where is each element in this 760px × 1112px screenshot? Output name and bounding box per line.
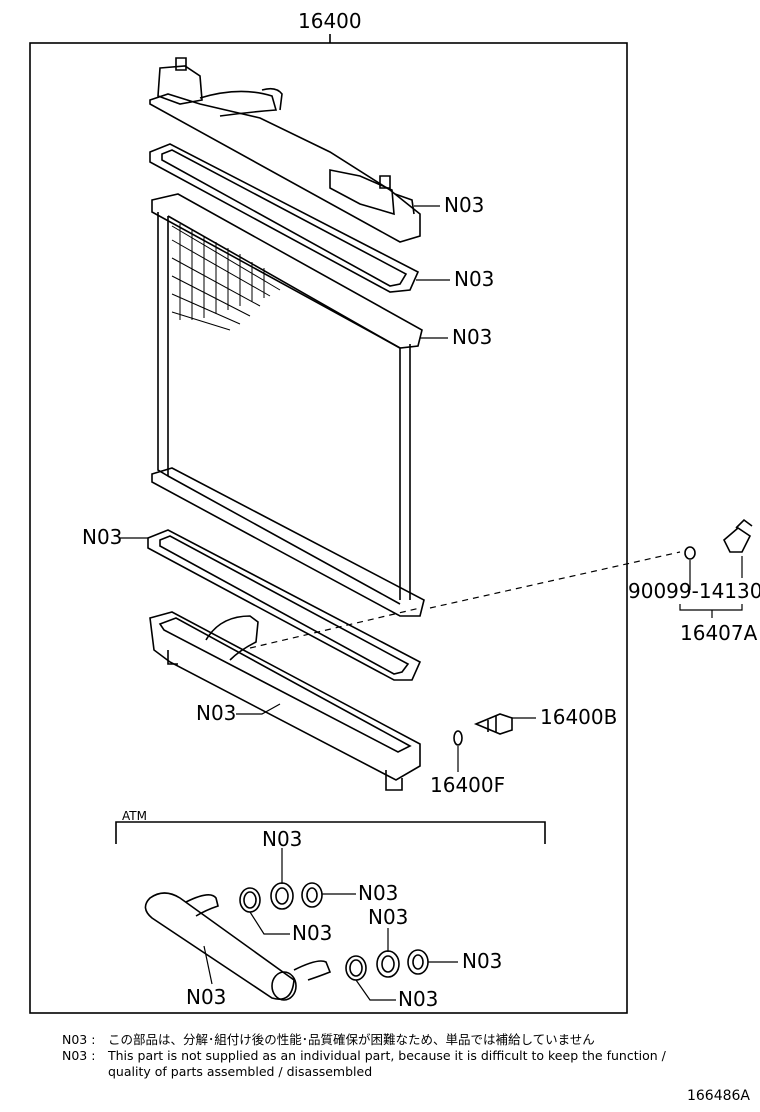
note-code: N03 :: [62, 1032, 96, 1047]
lower-tank: [149, 611, 421, 791]
atm-rings: [239, 882, 429, 981]
note-japanese: N03 : この部品は、分解･組付け後の性能･品質確保が困難なため、単品では補給…: [62, 1032, 752, 1048]
label-16400F: 16400F: [430, 773, 505, 797]
lower-gasket: [147, 529, 422, 681]
note-english-line2: quality of parts assembled / disassemble…: [108, 1064, 373, 1079]
label-90099-14130: 90099-14130: [628, 579, 760, 603]
n03-label-upper-tank: N03: [444, 193, 484, 217]
n03-label-atm-lower: N03: [398, 987, 438, 1011]
label-16407A: 16407A: [680, 621, 758, 645]
drain-plug-16400B: [473, 713, 513, 735]
n03-label-lower-tank: N03: [196, 701, 236, 725]
note-english-line1: This part is not supplied as an individu…: [108, 1048, 666, 1063]
n03-label-atm-mid: N03: [368, 905, 408, 929]
o-ring-90099: [684, 546, 696, 560]
n03-label-pipe: N03: [186, 985, 226, 1009]
dashed-leader-lower: [249, 607, 421, 649]
n03-label-atm-lower-right: N03: [462, 949, 502, 973]
radiator-core: [151, 193, 425, 617]
assembly-frame: [29, 42, 628, 1014]
atm-bracket: [115, 821, 546, 844]
lower-gasket-inner: [159, 535, 410, 675]
upper-gasket-inner: [161, 149, 408, 287]
figure-code: 166486A: [686, 1088, 750, 1104]
footnotes: N03 : この部品は、分解･組付け後の性能･品質確保が困難なため、単品では補給…: [62, 1032, 752, 1080]
upper-gasket: [149, 143, 420, 293]
note-english: N03 : This part is not supplied as an in…: [62, 1048, 752, 1064]
assembly-label: 16400: [298, 9, 362, 33]
n03-label-atm-ring-right: N03: [358, 881, 398, 905]
n03-label-lower-gasket: N03: [82, 525, 122, 549]
leader-lines: [120, 205, 743, 1001]
note-code: N03 :: [62, 1048, 96, 1063]
dashed-leader-16407A: [429, 551, 681, 609]
o-ring-16400F: [453, 730, 463, 746]
upper-tank: [149, 57, 421, 243]
atm-label: ATM: [122, 809, 147, 823]
n03-label-upper-gasket: N03: [454, 267, 494, 291]
drain-cock-16407A: [723, 518, 753, 553]
label-16400B: 16400B: [540, 705, 617, 729]
note-japanese-text: この部品は、分解･組付け後の性能･品質確保が困難なため、単品では補給していません: [108, 1032, 595, 1047]
oil-cooler-pipe: [144, 892, 332, 1001]
n03-label-atm-top: N03: [262, 827, 302, 851]
n03-label-atm-ring-left: N03: [292, 921, 332, 945]
n03-label-core: N03: [452, 325, 492, 349]
